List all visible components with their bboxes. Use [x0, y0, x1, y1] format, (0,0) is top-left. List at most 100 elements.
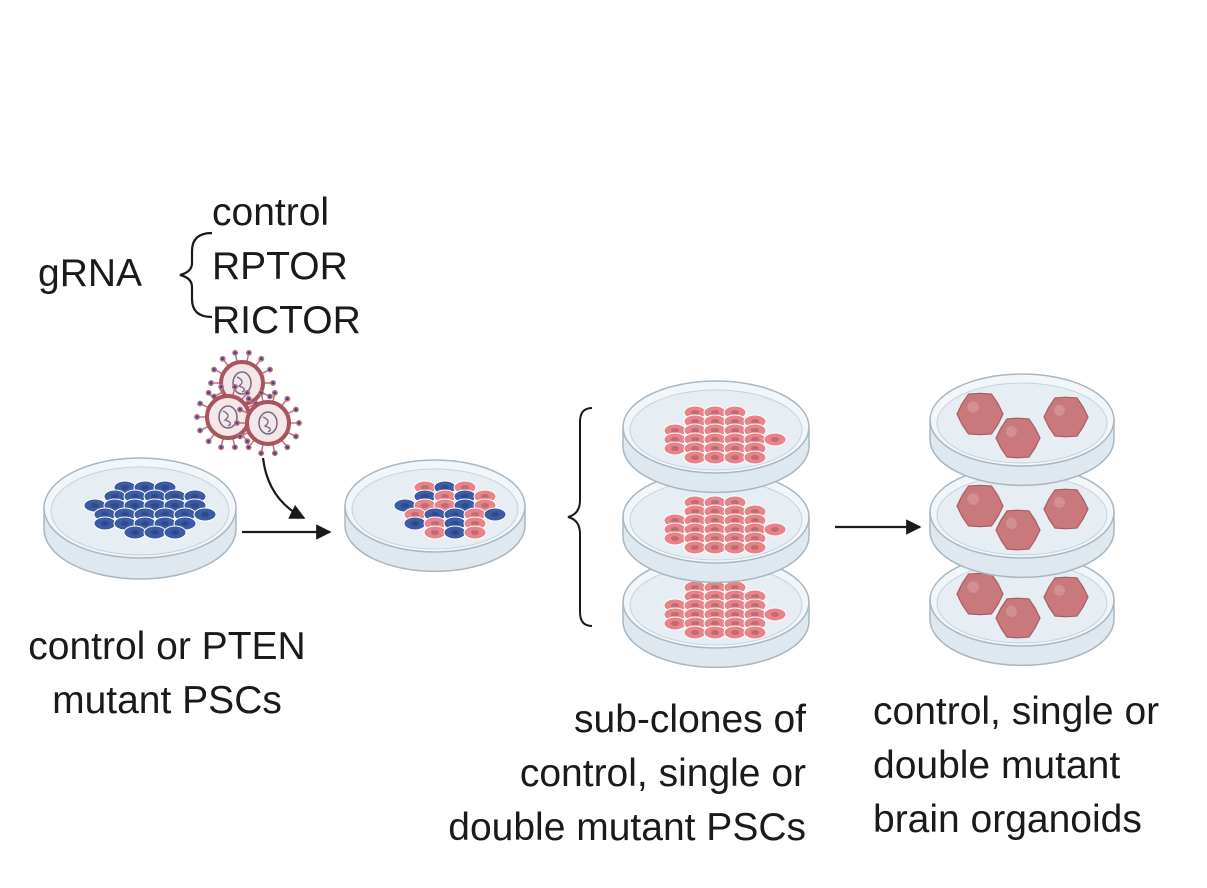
cell-nucleus [731, 603, 739, 608]
organoid-highlight [967, 493, 979, 505]
cell-nucleus [181, 512, 189, 517]
organoids-label: control, single or double mutant brain o… [873, 685, 1159, 847]
cell-nucleus [771, 612, 779, 617]
cell-nucleus [481, 503, 489, 508]
cell-icon [763, 522, 787, 537]
subclone-brace-icon [567, 407, 593, 627]
cell-nucleus [731, 545, 739, 550]
cell-nucleus [731, 509, 739, 514]
spike [292, 433, 299, 440]
petri-dish [43, 457, 237, 580]
cell-nucleus [161, 485, 169, 490]
cell-nucleus [751, 536, 759, 541]
cell-nucleus [711, 603, 719, 608]
subclones-line-2: control, single or [519, 752, 806, 795]
petri-dish [622, 470, 810, 584]
cell-nucleus [201, 512, 209, 517]
spike [245, 395, 252, 402]
cell-nucleus [171, 494, 179, 499]
spike [197, 427, 204, 434]
cell-nucleus [691, 621, 699, 626]
cell-nucleus [691, 419, 699, 424]
cell-nucleus [671, 428, 679, 433]
cell-nucleus [711, 437, 719, 442]
cell-nucleus [751, 603, 759, 608]
cell-nucleus [731, 527, 739, 532]
cell-nucleus [121, 512, 129, 517]
cell-nucleus [431, 512, 439, 517]
virus-icon [194, 383, 262, 451]
grna-brace-icon [179, 231, 213, 319]
cell-nucleus [691, 545, 699, 550]
cell-nucleus [711, 500, 719, 505]
cell-nucleus [751, 419, 759, 424]
cell-nucleus [431, 521, 439, 526]
cell-nucleus [171, 530, 179, 535]
cell-nucleus [691, 500, 699, 505]
cell-nucleus [691, 603, 699, 608]
cell-nucleus [711, 509, 719, 514]
cell-nucleus [131, 530, 139, 535]
spike [197, 400, 204, 407]
cell-nucleus [691, 410, 699, 415]
organoid-highlight [1005, 425, 1017, 437]
organoid-dish-stack [929, 373, 1115, 667]
cell-nucleus [691, 446, 699, 451]
cell-nucleus [731, 455, 739, 460]
cell-nucleus [191, 503, 199, 508]
spike [205, 389, 212, 396]
spike [211, 366, 218, 373]
cell-nucleus [751, 518, 759, 523]
cell-nucleus [751, 594, 759, 599]
cell-nucleus [691, 428, 699, 433]
transduction-arrow-icon [261, 457, 306, 519]
cell-nucleus [691, 455, 699, 460]
cell-nucleus [711, 536, 719, 541]
cell-nucleus [731, 410, 739, 415]
cell-nucleus [751, 446, 759, 451]
cell-nucleus [671, 446, 679, 451]
spike [292, 406, 299, 413]
cell-nucleus [711, 585, 719, 590]
cell-nucleus [711, 612, 719, 617]
cell-nucleus [751, 621, 759, 626]
cell-nucleus [691, 509, 699, 514]
organoid-icon [1043, 488, 1089, 530]
cell-nucleus [471, 521, 479, 526]
cell-nucleus [671, 621, 679, 626]
petri-dish [622, 380, 810, 494]
cell-nucleus [161, 521, 169, 526]
cell-nucleus [731, 500, 739, 505]
spike [258, 355, 265, 362]
cell-nucleus [751, 545, 759, 550]
cell-nucleus [471, 512, 479, 517]
cell-nucleus [421, 485, 429, 490]
grna-options: control RPTOR RICTOR [212, 186, 361, 348]
organoids-line-1: control, single or [873, 690, 1160, 733]
cell-nucleus [751, 612, 759, 617]
grna-option-rictor: RICTOR [212, 299, 361, 342]
grna-label: gRNA [38, 252, 143, 295]
cell-nucleus [691, 527, 699, 532]
cell-nucleus [671, 518, 679, 523]
cell-nucleus [751, 509, 759, 514]
cell-icon [763, 432, 787, 447]
cell-nucleus [101, 521, 109, 526]
cell-nucleus [731, 536, 739, 541]
cell-nucleus [131, 503, 139, 508]
cell-nucleus [121, 521, 129, 526]
cell-nucleus [711, 419, 719, 424]
cell-nucleus [731, 594, 739, 599]
spike [231, 383, 238, 390]
cell-nucleus [421, 503, 429, 508]
cell-nucleus [461, 494, 469, 499]
organoid-highlight [1053, 496, 1065, 508]
cell-nucleus [401, 503, 409, 508]
virus-cluster [194, 349, 302, 457]
spike [237, 406, 244, 413]
spike [194, 414, 200, 420]
cell-icon [763, 607, 787, 622]
cell-nucleus [171, 503, 179, 508]
starting-cells-line-2: mutant PSCs [52, 679, 282, 722]
cell-nucleus [711, 455, 719, 460]
